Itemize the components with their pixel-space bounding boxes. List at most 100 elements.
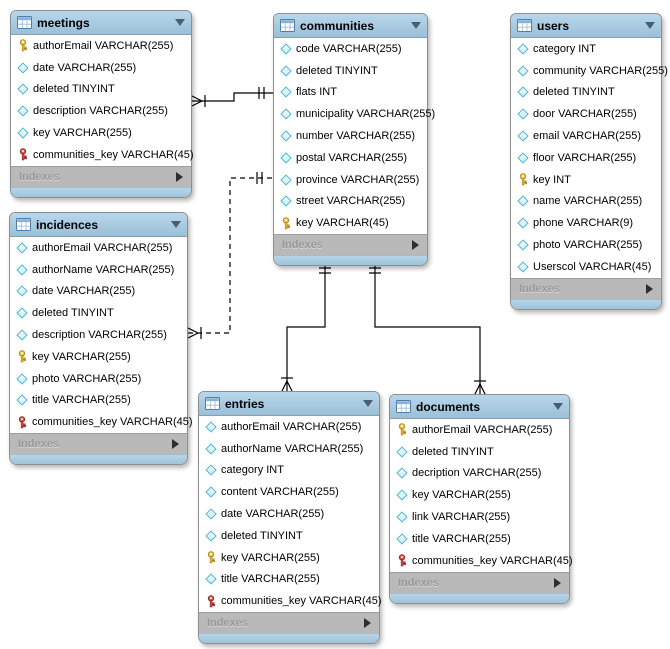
column-row-deleted[interactable]: deleted TINYINT (274, 60, 427, 82)
table-header-entries[interactable]: entries (199, 392, 379, 416)
relationship-meetings-communities[interactable] (191, 87, 273, 107)
column-row-community[interactable]: community VARCHAR(255) (511, 60, 668, 82)
column-row-deleted[interactable]: deleted TINYINT (10, 302, 187, 324)
indexes-bar[interactable]: Indexes (511, 277, 661, 299)
table-header-communities[interactable]: communities (274, 14, 427, 38)
column-row-title[interactable]: title VARCHAR(255) (10, 390, 187, 412)
column-label: date VARCHAR(255) (32, 285, 136, 298)
table-header-users[interactable]: users (511, 14, 661, 38)
relationship-communities-entries[interactable] (281, 261, 331, 392)
expand-arrow-icon[interactable] (646, 283, 653, 294)
column-row-flats[interactable]: flats INT (274, 82, 427, 104)
expand-arrow-icon[interactable] (554, 577, 561, 588)
collapse-arrow-icon[interactable] (363, 400, 373, 407)
column-row-postal[interactable]: postal VARCHAR(255) (274, 147, 427, 169)
column-row-Userscol[interactable]: Userscol VARCHAR(45) (511, 256, 661, 278)
column-row-floor[interactable]: floor VARCHAR(255) (511, 147, 661, 169)
indexes-bar[interactable]: Indexes (199, 612, 379, 634)
column-row-province[interactable]: province VARCHAR(255) (274, 169, 427, 191)
column-label: description VARCHAR(255) (32, 329, 167, 342)
column-row-number[interactable]: number VARCHAR(255) (274, 125, 427, 147)
indexes-bar[interactable]: Indexes (274, 234, 427, 256)
column-row-authorEmail[interactable]: authorEmail VARCHAR(255) (11, 35, 191, 57)
column-icon (515, 195, 530, 208)
expand-arrow-icon[interactable] (364, 618, 371, 629)
column-row-authorName[interactable]: authorName VARCHAR(255) (199, 438, 379, 460)
indexes-bar[interactable]: Indexes (10, 433, 187, 455)
column-row-decription[interactable]: decription VARCHAR(255) (390, 463, 569, 485)
column-row-key[interactable]: key VARCHAR(255) (11, 122, 191, 144)
column-row-authorEmail[interactable]: authorEmail VARCHAR(255) (199, 416, 379, 438)
column-label: door VARCHAR(255) (533, 108, 637, 121)
expand-arrow-icon[interactable] (412, 240, 419, 251)
column-row-photo[interactable]: photo VARCHAR(255) (10, 368, 187, 390)
column-row-date[interactable]: date VARCHAR(255) (11, 57, 191, 79)
indexes-bar[interactable]: Indexes (11, 165, 191, 187)
column-label: communities_key VARCHAR(45) (412, 554, 573, 567)
column-row-municipality[interactable]: municipality VARCHAR(255) (274, 103, 435, 125)
collapse-arrow-icon[interactable] (171, 221, 181, 228)
column-row-deleted[interactable]: deleted TINYINT (11, 79, 191, 101)
column-row-key[interactable]: key INT (511, 169, 661, 191)
column-row-key[interactable]: key VARCHAR(45) (274, 212, 427, 234)
column-row-category[interactable]: category INT (199, 460, 379, 482)
crow-foot-icon (187, 327, 199, 339)
column-row-door[interactable]: door VARCHAR(255) (511, 103, 661, 125)
column-row-phone[interactable]: phone VARCHAR(9) (511, 212, 661, 234)
relationship-communities-documents[interactable] (369, 261, 486, 395)
column-label: photo VARCHAR(255) (32, 372, 142, 385)
table-bottom-strip (199, 633, 379, 644)
column-row-authorEmail[interactable]: authorEmail VARCHAR(255) (390, 419, 569, 441)
column-row-photo[interactable]: photo VARCHAR(255) (511, 234, 661, 256)
column-row-key[interactable]: key VARCHAR(255) (390, 484, 569, 506)
column-row-description[interactable]: description VARCHAR(255) (10, 324, 187, 346)
relationship-incidences-communities[interactable] (187, 172, 273, 339)
column-row-email[interactable]: email VARCHAR(255) (511, 125, 661, 147)
column-row-key[interactable]: key VARCHAR(255) (199, 547, 379, 569)
column-row-authorEmail[interactable]: authorEmail VARCHAR(255) (10, 237, 187, 259)
table-header-documents[interactable]: documents (390, 395, 569, 419)
column-row-deleted[interactable]: deleted TINYINT (199, 525, 379, 547)
column-row-date[interactable]: date VARCHAR(255) (199, 503, 379, 525)
table-header-meetings[interactable]: meetings (11, 11, 191, 35)
column-row-title[interactable]: title VARCHAR(255) (390, 528, 569, 550)
column-row-category[interactable]: category INT (511, 38, 661, 60)
column-row-communities_key[interactable]: communities_key VARCHAR(45) (10, 411, 193, 433)
column-row-key[interactable]: key VARCHAR(255) (10, 346, 187, 368)
column-row-code[interactable]: code VARCHAR(255) (274, 38, 427, 60)
column-row-communities_key[interactable]: communities_key VARCHAR(45) (199, 590, 382, 612)
indexes-label: Indexes (19, 170, 60, 183)
expand-arrow-icon[interactable] (172, 439, 179, 450)
indexes-bar[interactable]: Indexes (390, 571, 569, 593)
crow-foot-icon (281, 380, 293, 392)
column-label: date VARCHAR(255) (221, 508, 325, 521)
collapse-arrow-icon[interactable] (175, 19, 185, 26)
table-header-incidences[interactable]: incidences (10, 213, 187, 237)
collapse-arrow-icon[interactable] (553, 403, 563, 410)
column-row-communities_key[interactable]: communities_key VARCHAR(45) (390, 550, 573, 572)
column-row-content[interactable]: content VARCHAR(255) (199, 481, 379, 503)
column-row-authorName[interactable]: authorName VARCHAR(255) (10, 259, 187, 281)
table-name: entries (225, 396, 265, 411)
one-cardinality-bars-icon (369, 267, 381, 274)
column-label: decription VARCHAR(255) (412, 467, 542, 480)
column-label: deleted TINYINT (33, 83, 115, 96)
column-label: authorEmail VARCHAR(255) (412, 423, 553, 436)
primary-key-icon (394, 423, 409, 436)
foreign-key-icon (15, 148, 30, 161)
expand-arrow-icon[interactable] (176, 171, 183, 182)
column-row-link[interactable]: link VARCHAR(255) (390, 506, 569, 528)
column-icon (203, 573, 218, 586)
column-row-deleted[interactable]: deleted TINYINT (511, 82, 661, 104)
column-row-deleted[interactable]: deleted TINYINT (390, 441, 569, 463)
column-label: communities_key VARCHAR(45) (32, 416, 193, 429)
column-row-title[interactable]: title VARCHAR(255) (199, 569, 379, 591)
collapse-arrow-icon[interactable] (411, 22, 421, 29)
column-icon (278, 86, 293, 99)
column-row-street[interactable]: street VARCHAR(255) (274, 191, 427, 213)
column-row-name[interactable]: name VARCHAR(255) (511, 191, 661, 213)
column-row-communities_key[interactable]: communities_key VARCHAR(45) (11, 144, 194, 166)
column-row-date[interactable]: date VARCHAR(255) (10, 281, 187, 303)
collapse-arrow-icon[interactable] (645, 22, 655, 29)
column-row-description[interactable]: description VARCHAR(255) (11, 100, 191, 122)
